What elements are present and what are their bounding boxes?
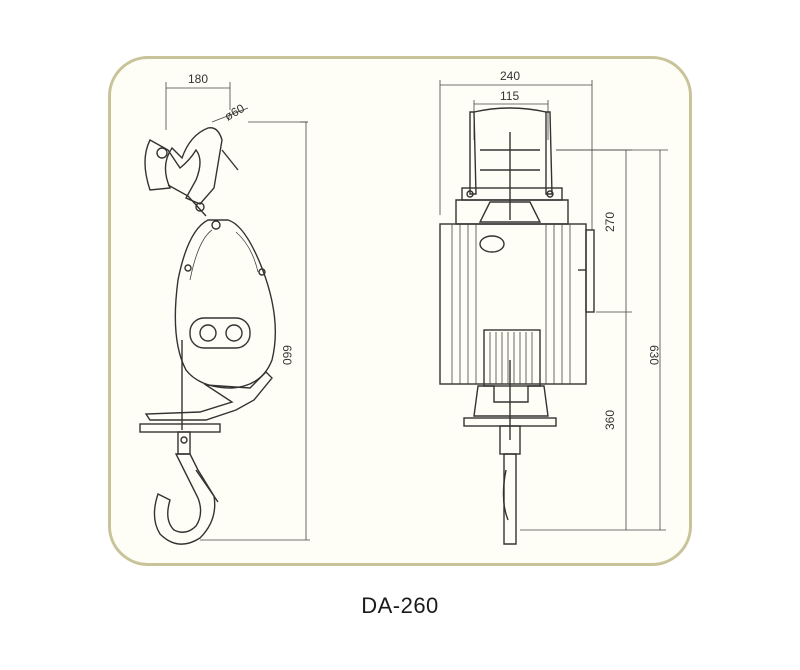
- side-view: 180 ø60 660: [139, 72, 310, 545]
- hook-dia-dim: ø60: [222, 101, 247, 124]
- side-width-dim: 180: [188, 72, 208, 86]
- front-lower-dim: 360: [603, 410, 617, 430]
- front-total-dim: 630: [647, 345, 661, 365]
- front-width-dim: 240: [500, 69, 520, 83]
- model-caption: DA-260: [361, 593, 439, 618]
- front-view: 240 115: [439, 69, 668, 545]
- front-inner-width-dim: 115: [500, 89, 519, 103]
- side-height-dim: 660: [280, 345, 294, 365]
- front-upper-dim: 270: [603, 212, 617, 232]
